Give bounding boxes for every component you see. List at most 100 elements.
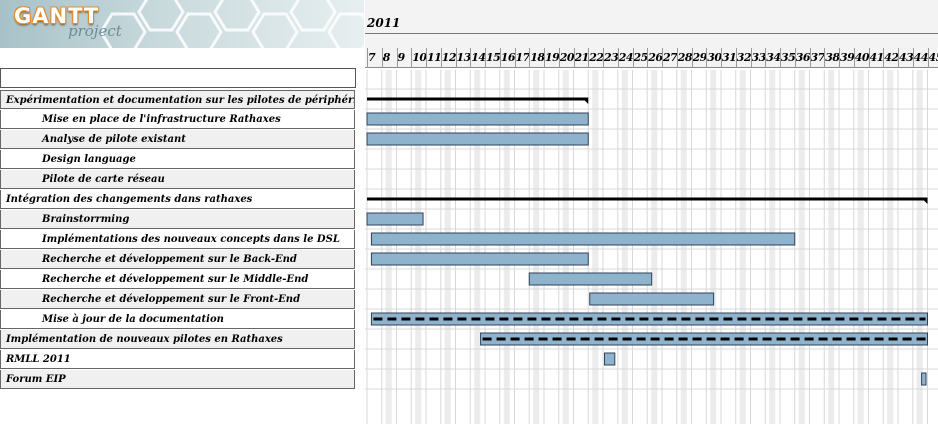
day-label: 13	[456, 51, 472, 64]
day-label: 16	[500, 51, 516, 64]
day-label: 20	[559, 51, 575, 64]
chart-canvas	[365, 70, 938, 424]
task-row[interactable]: Intégration des changements dans rathaxe…	[0, 190, 355, 209]
day-tick	[426, 48, 427, 68]
ganttproject-logo: GANTT project	[0, 0, 364, 48]
summary-end-marker	[584, 100, 589, 104]
day-tick	[853, 48, 855, 68]
task-row[interactable]: Forum EIP	[0, 370, 355, 389]
day-label: 18	[530, 51, 545, 64]
day-column-shade	[503, 70, 510, 424]
day-tick	[662, 48, 663, 68]
day-label: 43	[899, 51, 914, 64]
summary-bar	[367, 97, 589, 101]
task-name: RMLL 2011	[6, 354, 71, 365]
day-label: 31	[722, 51, 737, 64]
task-name: Pilote de carte réseau	[42, 174, 165, 185]
day-column-shade	[769, 70, 776, 424]
day-label: 38	[825, 51, 840, 64]
day-label: 33	[751, 51, 767, 64]
day-label: 25	[633, 51, 649, 64]
day-tick	[367, 48, 368, 68]
task-bar	[589, 292, 715, 306]
day-tick	[676, 48, 678, 68]
timeline-header	[365, 0, 938, 68]
day-tick	[765, 48, 767, 68]
day-tick	[529, 48, 531, 68]
task-name: Mise à jour de la documentation	[42, 314, 224, 325]
day-label: 10	[412, 51, 427, 64]
day-tick	[470, 48, 472, 68]
task-name: Recherche et développement sur le Front-…	[42, 294, 301, 305]
day-label: 14	[471, 51, 486, 64]
task-row[interactable]: Implémentations des nouveaux concepts da…	[0, 230, 355, 249]
task-row[interactable]: Expérimentation et documentation sur les…	[0, 90, 355, 109]
task-row[interactable]: Recherche et développement sur le Middle…	[0, 270, 355, 289]
day-tick	[396, 48, 398, 68]
day-label: 26	[648, 51, 663, 64]
day-column-shade	[533, 70, 540, 424]
day-label: 22	[589, 51, 604, 64]
day-label: 7	[368, 51, 376, 64]
day-tick	[381, 48, 383, 68]
day-column-shade	[887, 70, 894, 424]
task-name: Recherche et développement sur le Back-E…	[42, 254, 297, 265]
day-tick	[455, 48, 457, 68]
task-row[interactable]: Pilote de carte réseau	[0, 170, 355, 189]
timeline-divider	[365, 33, 938, 34]
task-row[interactable]: Mise en place de l'infrastructure Rathax…	[0, 110, 355, 129]
day-label: 19	[545, 51, 560, 64]
day-tick	[440, 48, 442, 68]
task-bar	[366, 132, 589, 146]
day-tick	[706, 48, 708, 68]
day-tick	[603, 48, 604, 68]
day-label: 34	[766, 51, 781, 64]
day-tick	[499, 48, 501, 68]
day-tick	[735, 48, 737, 68]
day-tick	[780, 48, 781, 68]
day-tick	[691, 48, 693, 68]
task-row[interactable]: Implémentation de nouveaux pilotes en Ra…	[0, 330, 355, 349]
day-tick	[794, 48, 796, 68]
day-label: 9	[397, 51, 406, 64]
day-column-shade	[680, 70, 687, 424]
day-column-shade	[857, 70, 864, 424]
task-bar	[370, 232, 796, 246]
summary-bar	[367, 197, 928, 201]
task-row[interactable]: Brainstorrming	[0, 210, 355, 229]
task-bar	[603, 352, 616, 366]
day-column-shade	[710, 70, 717, 424]
day-label: 8	[382, 51, 391, 64]
task-name: Implémentation de nouveaux pilotes en Ra…	[6, 334, 283, 345]
task-row[interactable]: Design language	[0, 150, 355, 169]
task-bar	[366, 212, 424, 226]
day-label: 35	[781, 51, 796, 64]
day-tick	[912, 48, 914, 68]
day-tick	[588, 48, 590, 68]
day-label: 11	[427, 51, 442, 64]
day-tick	[883, 48, 885, 68]
task-row[interactable]: Recherche et développement sur le Back-E…	[0, 250, 355, 269]
task-row[interactable]: Mise à jour de la documentation	[0, 310, 355, 329]
task-row[interactable]: Analyse de pilote existant	[0, 130, 355, 149]
day-label: 28	[677, 51, 693, 64]
task-bar	[366, 112, 589, 126]
day-label: 44	[913, 51, 929, 64]
task-tree-header[interactable]	[0, 68, 356, 88]
day-tick	[750, 48, 752, 68]
day-tick	[927, 48, 929, 68]
day-tick	[632, 48, 634, 68]
task-bar	[370, 312, 929, 326]
task-bar	[370, 252, 589, 266]
day-label: 30	[707, 51, 722, 64]
day-column-shade	[828, 70, 835, 424]
logo-gantt-text: GANTT	[14, 4, 100, 28]
task-row[interactable]: RMLL 2011	[0, 350, 355, 369]
task-row[interactable]: Recherche et développement sur le Front-…	[0, 290, 355, 309]
day-label: 42	[884, 51, 899, 64]
day-label: 36	[795, 51, 811, 64]
day-label: 45	[928, 51, 938, 64]
day-column-shade	[798, 70, 805, 424]
day-column-shade	[474, 70, 481, 424]
